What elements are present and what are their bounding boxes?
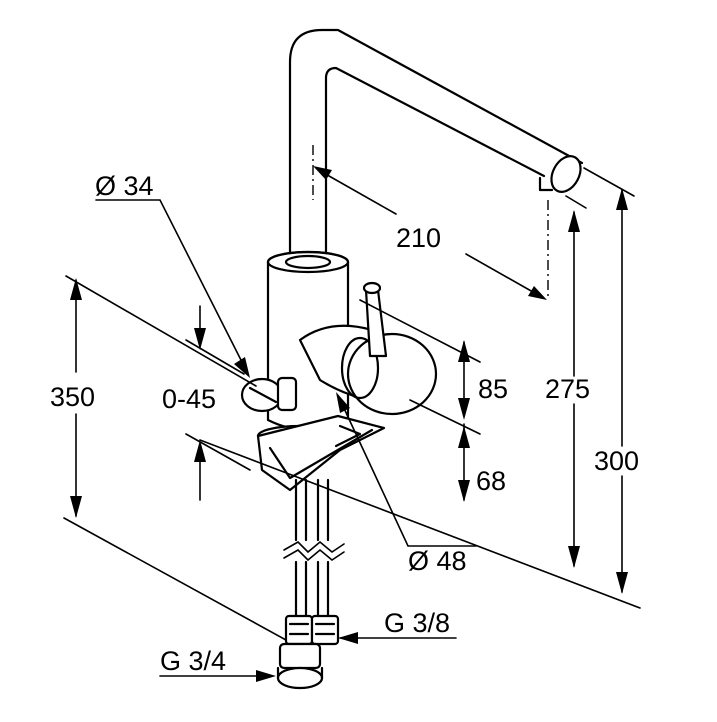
dimension-300: 300 [199, 167, 641, 609]
hose-nut-left [284, 614, 314, 646]
dim-0-45-label: 0-45 [162, 384, 216, 414]
lever-handle [364, 288, 388, 358]
g34-label: G 3/4 [160, 646, 226, 676]
leader-g38: G 3/8 [338, 608, 457, 644]
dim-85-label: 85 [478, 374, 508, 404]
hose-nut-right [310, 614, 340, 646]
spout-inner-edge [324, 66, 546, 264]
hose-break-mark [283, 540, 345, 554]
dimension-210: 210 [312, 145, 549, 300]
dim-275-label: 275 [545, 374, 590, 404]
leader-diam-48: Ø 48 [336, 392, 477, 576]
g38-label: G 3/8 [384, 608, 450, 638]
dimension-85-68: 85 68 [359, 299, 508, 502]
spout-outer-edge [288, 28, 584, 264]
dim-350-label: 350 [50, 382, 95, 412]
leader-diam-34: Ø 34 [95, 171, 250, 378]
dimension-350: 350 [50, 275, 287, 641]
aerator [538, 176, 554, 192]
faucet-outline [240, 28, 584, 690]
diam-48-label: Ø 48 [408, 546, 467, 576]
spout-outlet [550, 155, 582, 193]
dimension-275: 275 [545, 195, 590, 568]
g34-fitting [278, 642, 322, 670]
dim-210-label: 210 [396, 223, 441, 253]
lever-cap [346, 332, 438, 416]
dim-300-label: 300 [594, 446, 639, 476]
dim-68-label: 68 [476, 466, 506, 496]
dimension-0-45: 0-45 [162, 305, 251, 501]
diam-34-label: Ø 34 [95, 171, 154, 201]
leader-g34: G 3/4 [159, 646, 276, 682]
